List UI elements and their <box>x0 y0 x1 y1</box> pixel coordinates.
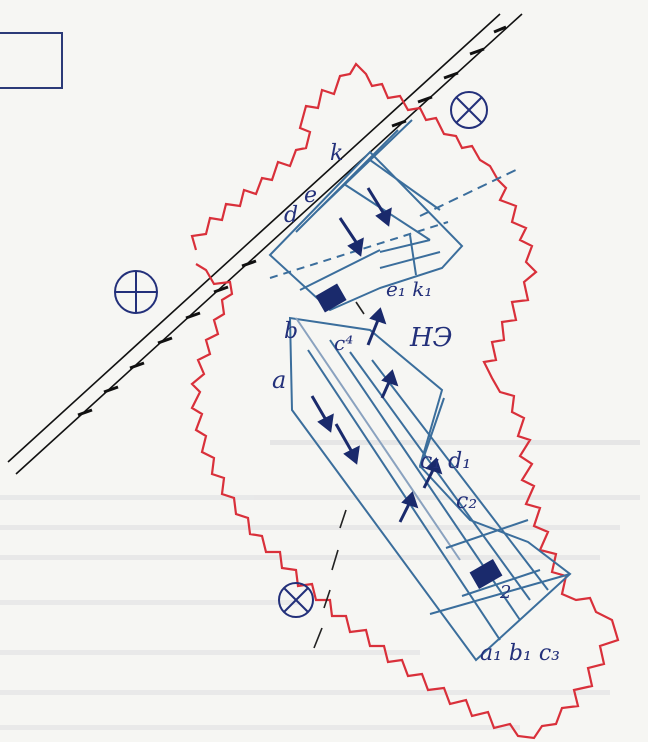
label-2: 2 <box>499 582 511 603</box>
red-zigzag-boundary <box>190 62 620 740</box>
crossed-circle-sw <box>278 582 314 618</box>
upper-wing-outline <box>268 150 464 312</box>
label-e: e <box>304 183 317 208</box>
road-line-lower <box>15 13 523 475</box>
pencil-ticks <box>313 301 365 649</box>
label-k: k <box>330 141 343 166</box>
road-hatching <box>77 25 507 417</box>
road-line-upper <box>7 13 501 463</box>
label-b: b <box>284 319 298 344</box>
road <box>7 13 523 475</box>
flow-arrows <box>310 187 503 589</box>
background-ghost-text <box>0 440 640 730</box>
label-nz: НЭ <box>409 323 453 353</box>
label-c1d1: c₁ d₁ <box>420 449 471 474</box>
block-marker-upper <box>315 283 347 313</box>
label-c4: c⁴ <box>334 331 353 355</box>
label-d: d <box>284 203 298 228</box>
corner-box <box>0 32 63 89</box>
lower-wing-outline <box>288 316 572 662</box>
label-a1b1c3: a₁ b₁ c₃ <box>480 641 560 666</box>
block-marker-lower <box>469 559 503 589</box>
crossed-circle-ne <box>450 91 488 129</box>
label-e1k1: e₁ k₁ <box>386 277 432 301</box>
crossed-circle-nw <box>114 270 158 314</box>
label-c2: c₂ <box>456 489 477 514</box>
label-a: a <box>272 366 286 394</box>
